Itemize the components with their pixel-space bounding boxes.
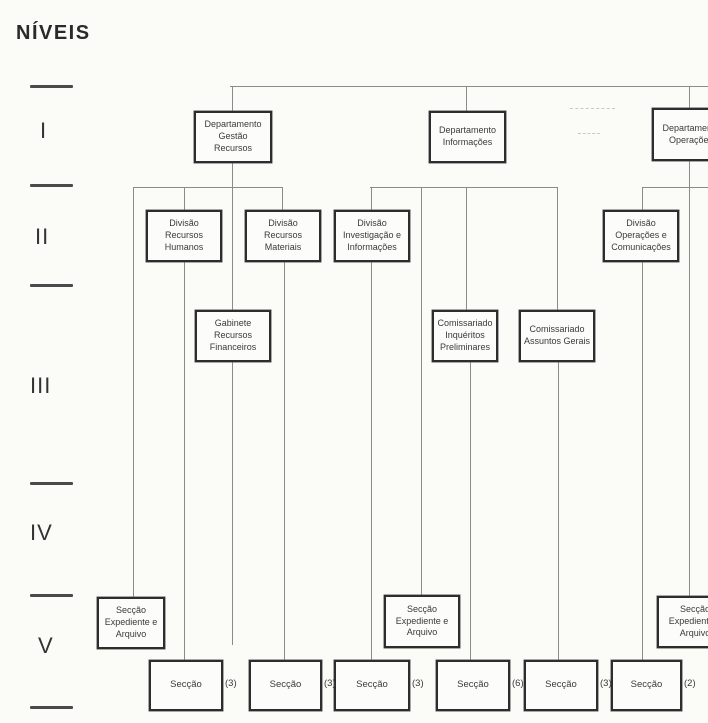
section-count-3: (3)	[412, 678, 424, 689]
org-box-label: Secção	[545, 679, 577, 691]
org-box-label: Divisão Operações e Comunicações	[611, 218, 671, 252]
org-box-departamento-informacoes: Departamento Informações	[429, 111, 506, 163]
org-box-departamento-operacoes: Departamento Operações	[652, 108, 708, 161]
connector	[284, 262, 285, 660]
org-box-label: Comissariado Inquéritos Preliminares	[437, 318, 493, 352]
connector	[133, 187, 134, 597]
level-label-5: V	[38, 633, 54, 658]
org-box-label: Secção	[630, 679, 663, 691]
org-box-gabinete-recursos-financeiros: Gabinete Recursos Financeiros	[195, 310, 271, 362]
connector	[466, 86, 467, 111]
connector	[232, 163, 233, 310]
org-box-label: Divisão Investigação e Informações	[342, 218, 402, 252]
section-count-5: (3)	[600, 678, 612, 689]
level-separator	[30, 284, 73, 287]
org-box-comissariado-inqueritos-preliminares: Comissariado Inquéritos Preliminares	[432, 310, 498, 362]
org-box-seccao-5: Secção	[524, 660, 598, 711]
level-separator	[30, 594, 73, 597]
connector	[689, 86, 690, 109]
level-label-4: IV	[30, 520, 53, 545]
section-count-2: (3)	[324, 678, 336, 689]
org-box-label: Divisão Recursos Materiais	[263, 218, 302, 252]
connector	[466, 187, 467, 310]
connector	[230, 86, 708, 87]
level-separator	[30, 85, 73, 88]
org-box-label: Gabinete Recursos Financeiros	[209, 318, 257, 352]
connector	[232, 86, 233, 111]
org-box-label: Secção Expediente e Arquivo	[668, 604, 708, 638]
level-label-3: III	[30, 373, 52, 398]
org-box-seccao-4: Secção	[436, 660, 510, 711]
org-box-seccao-1: Secção	[149, 660, 223, 711]
connector	[470, 362, 471, 660]
connector	[232, 362, 233, 645]
org-box-label: Comissariado Assuntos Gerais	[523, 324, 591, 346]
level-label-1: I	[40, 118, 48, 143]
org-box-seccao-6: Secção	[611, 660, 682, 711]
section-count-1: (3)	[225, 678, 237, 689]
org-box-label: Secção	[457, 679, 489, 691]
connector	[421, 187, 422, 597]
org-box-label: Divisão Recursos Humanos	[164, 218, 204, 252]
org-box-divisao-operacoes-comunicacoes: Divisão Operações e Comunicações	[603, 210, 679, 262]
section-count-4: (6)	[512, 678, 524, 689]
org-box-seccao-expediente-arquivo-2: Secção Expediente e Arquivo	[384, 595, 460, 648]
connector	[642, 262, 643, 660]
connector	[184, 262, 185, 660]
org-box-comissariado-assuntos-gerais: Comissariado Assuntos Gerais	[519, 310, 595, 362]
org-box-divisao-recursos-humanos: Divisão Recursos Humanos	[146, 210, 222, 262]
connector	[689, 161, 690, 597]
connector	[642, 187, 643, 210]
connector	[371, 262, 372, 660]
section-count-6: (2)	[684, 678, 696, 689]
org-box-divisao-investigacao-informacoes: Divisão Investigação e Informações	[334, 210, 410, 262]
org-box-seccao-3: Secção	[334, 660, 410, 711]
connector	[558, 362, 559, 660]
org-box-departamento-gestao-recursos: Departamento Gestão Recursos	[194, 111, 272, 163]
level-separator	[30, 706, 73, 709]
org-box-label: Secção	[356, 679, 388, 691]
page-title: NÍVEIS	[16, 22, 91, 44]
level-separator	[30, 184, 73, 187]
org-box-seccao-expediente-arquivo-3: Secção Expediente e Arquivo	[657, 596, 708, 648]
org-box-label: Secção Expediente e Arquivo	[104, 605, 158, 639]
level-label-2: II	[35, 224, 50, 249]
connector	[643, 187, 708, 188]
connector	[133, 187, 283, 188]
scan-artifact	[578, 133, 600, 134]
connector	[282, 187, 283, 210]
connector	[557, 187, 558, 310]
org-box-label: Departamento Informações	[438, 125, 497, 147]
connector	[371, 187, 372, 210]
org-box-label: Secção Expediente e Arquivo	[395, 603, 449, 638]
org-box-divisao-recursos-materiais: Divisão Recursos Materiais	[245, 210, 321, 262]
org-box-label: Secção	[269, 679, 302, 691]
org-box-seccao-2: Secção	[249, 660, 322, 711]
org-box-label: Departamento Gestão Recursos	[204, 119, 262, 153]
org-box-label: Secção	[170, 679, 202, 691]
level-separator	[30, 482, 73, 485]
org-box-seccao-expediente-arquivo-1: Secção Expediente e Arquivo	[97, 597, 165, 649]
org-box-label: Departamento Operações	[662, 122, 708, 145]
connector	[184, 187, 185, 210]
scan-artifact	[570, 108, 615, 109]
connector	[370, 187, 558, 188]
